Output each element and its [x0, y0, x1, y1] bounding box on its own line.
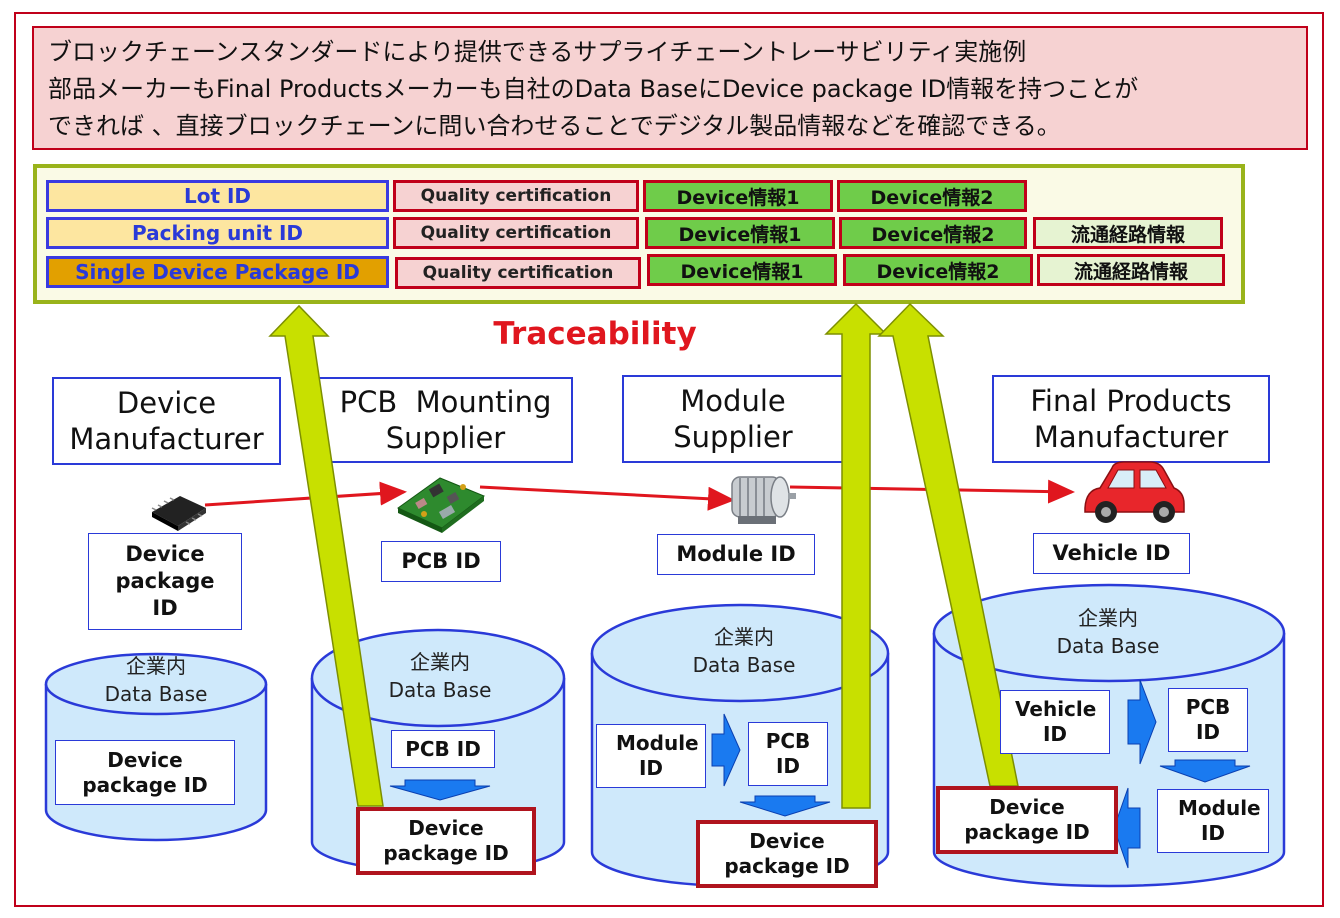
quality-cert-cell-1: Quality certification [393, 180, 639, 212]
trace-arrow-1 [268, 304, 384, 807]
db-box-label: Device package ID [964, 795, 1090, 844]
db-label-line1: 企業内 [714, 625, 774, 649]
device-info1-cell-3: Device情報1 [647, 254, 837, 286]
internal-flow-arrows [389, 679, 1251, 869]
db-label-line2: Data Base [388, 678, 492, 702]
company-title-line2: Manufacturer [1033, 420, 1229, 454]
db4-pcb-id: PCB ID [1168, 688, 1248, 752]
db-box-label: Module ID [616, 731, 699, 780]
outer-frame [14, 12, 1324, 907]
db-label-line2: Data Base [1056, 634, 1160, 658]
pcb-board-icon [397, 477, 485, 533]
module-id-box: Module ID [657, 534, 815, 575]
db-box-label: Module ID [1178, 796, 1261, 845]
device-info1-cell-2: Device情報1 [645, 217, 835, 249]
company-title-line2: Manufacturer [69, 422, 264, 456]
db-box-label: Device package ID [383, 816, 509, 865]
db4-module-id: Module ID [1157, 789, 1269, 853]
header-line-3: できれば 、直接ブロックチェーンに問い合わせることでデジタル製品情報などを確認で… [48, 112, 1061, 140]
product-id-label: Device package ID [115, 542, 215, 620]
company-title-line1: PCB Mounting [339, 385, 552, 419]
device-info1-cell-1: Device情報1 [643, 180, 833, 212]
pcb-id-box: PCB ID [381, 541, 501, 582]
route-info-cell-3: 流通経路情報 [1037, 254, 1225, 286]
traceability-arrows [268, 302, 1019, 809]
packing-unit-id-cell: Packing unit ID [46, 217, 389, 249]
motor-icon [731, 476, 796, 524]
company-title-line1: Device [116, 386, 217, 420]
db-box-label: Vehicle ID [1015, 697, 1097, 746]
header-panel: ブロックチェーンスタンダードにより提供できるサプライチェーントレーサビリティ実施… [32, 26, 1308, 150]
database-label-2: 企業内 Data Base [340, 648, 540, 704]
header-line-1: ブロックチェーンスタンダードにより提供できるサプライチェーントレーサビリティ実施… [48, 38, 1027, 66]
header-line-2: 部品メーカーもFinal Productsメーカーも自社のData BaseにD… [48, 75, 1139, 103]
traceability-label: Traceability [493, 316, 697, 352]
company-title-line1: Final Products [1030, 384, 1232, 418]
db2-pcb-id: PCB ID [391, 730, 495, 768]
db-label-line1: 企業内 [126, 654, 186, 678]
company-title-line2: Supplier [673, 420, 793, 454]
db4-vehicle-id: Vehicle ID [1000, 690, 1110, 754]
db-label-line2: Data Base [104, 682, 208, 706]
device-package-id-box: Device package ID [88, 533, 242, 630]
database-label-4: 企業内 Data Base [1008, 604, 1208, 660]
device-info2-cell-3: Device情報2 [843, 254, 1033, 286]
company-title-line1: Module [680, 384, 786, 418]
device-info2-cell-1: Device情報2 [837, 180, 1027, 212]
quality-cert-cell-3: Quality certification [395, 257, 641, 289]
db-box-label: Device package ID [82, 747, 208, 797]
db3-module-id: Module ID [596, 724, 706, 788]
db-label-line1: 企業内 [1078, 606, 1138, 630]
db-box-label: PCB ID [1185, 695, 1231, 744]
db1-device-package-id: Device package ID [55, 740, 235, 805]
db4-device-package-id: Device package ID [936, 786, 1118, 854]
database-label-3: 企業内 Data Base [644, 623, 844, 679]
db3-pcb-id: PCB ID [748, 722, 828, 786]
single-device-package-id-cell: Single Device Package ID [46, 256, 389, 288]
lot-id-cell: Lot ID [46, 180, 389, 212]
route-info-cell-2: 流通経路情報 [1033, 217, 1223, 249]
car-icon [1084, 461, 1185, 523]
device-info2-cell-2: Device情報2 [839, 217, 1027, 249]
database-label-1: 企業内 Data Base [56, 652, 256, 708]
db-label-line2: Data Base [692, 653, 796, 677]
db-box-label: Device package ID [724, 829, 850, 878]
db2-device-package-id: Device package ID [356, 807, 536, 875]
vehicle-id-box: Vehicle ID [1033, 533, 1190, 574]
db3-device-package-id: Device package ID [696, 820, 878, 888]
chip-icon [151, 496, 206, 531]
company-title-line2: Supplier [385, 421, 506, 455]
quality-cert-cell-2: Quality certification [393, 217, 639, 249]
db-label-line1: 企業内 [410, 650, 470, 674]
trace-arrow-2 [824, 302, 888, 809]
db-box-label: PCB ID [765, 729, 811, 778]
